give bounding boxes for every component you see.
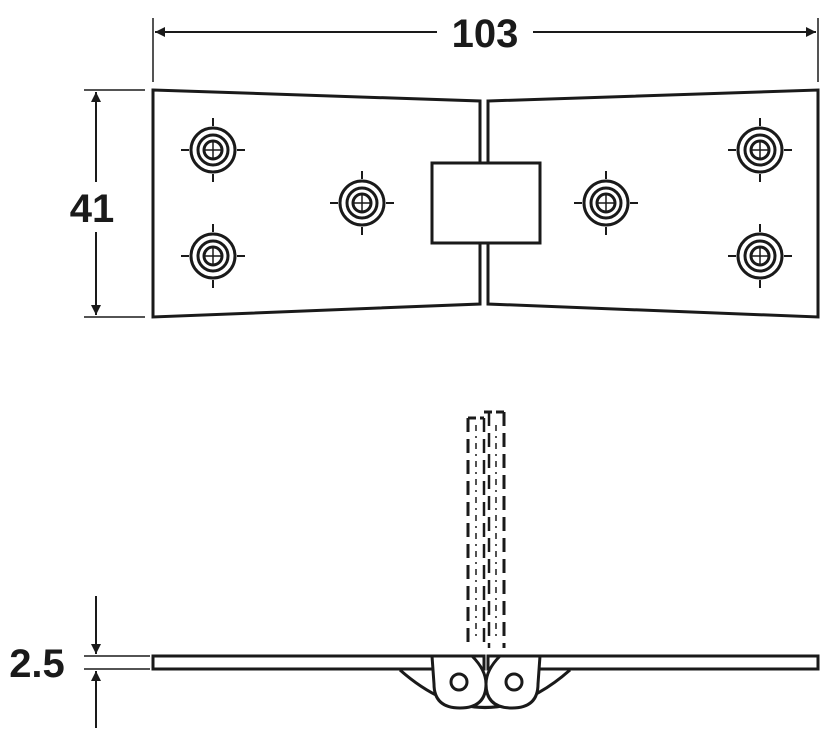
left-leaf-side	[151, 654, 486, 671]
width-dimension: 103	[152, 12, 819, 82]
thickness-dimension: 2.5	[9, 596, 150, 728]
height-dimension: 41	[70, 89, 145, 318]
right-leaf-side	[486, 654, 820, 671]
thickness-dimension-label: 2.5	[9, 642, 65, 686]
plan-view	[151, 88, 820, 319]
hinge-knuckle	[430, 161, 542, 245]
folded-leaf-dashed	[466, 410, 506, 648]
width-dimension-label: 103	[452, 12, 519, 56]
height-dimension-label: 41	[70, 187, 115, 231]
side-view	[151, 410, 820, 710]
pin-right	[504, 672, 524, 692]
pin-left	[449, 672, 469, 692]
